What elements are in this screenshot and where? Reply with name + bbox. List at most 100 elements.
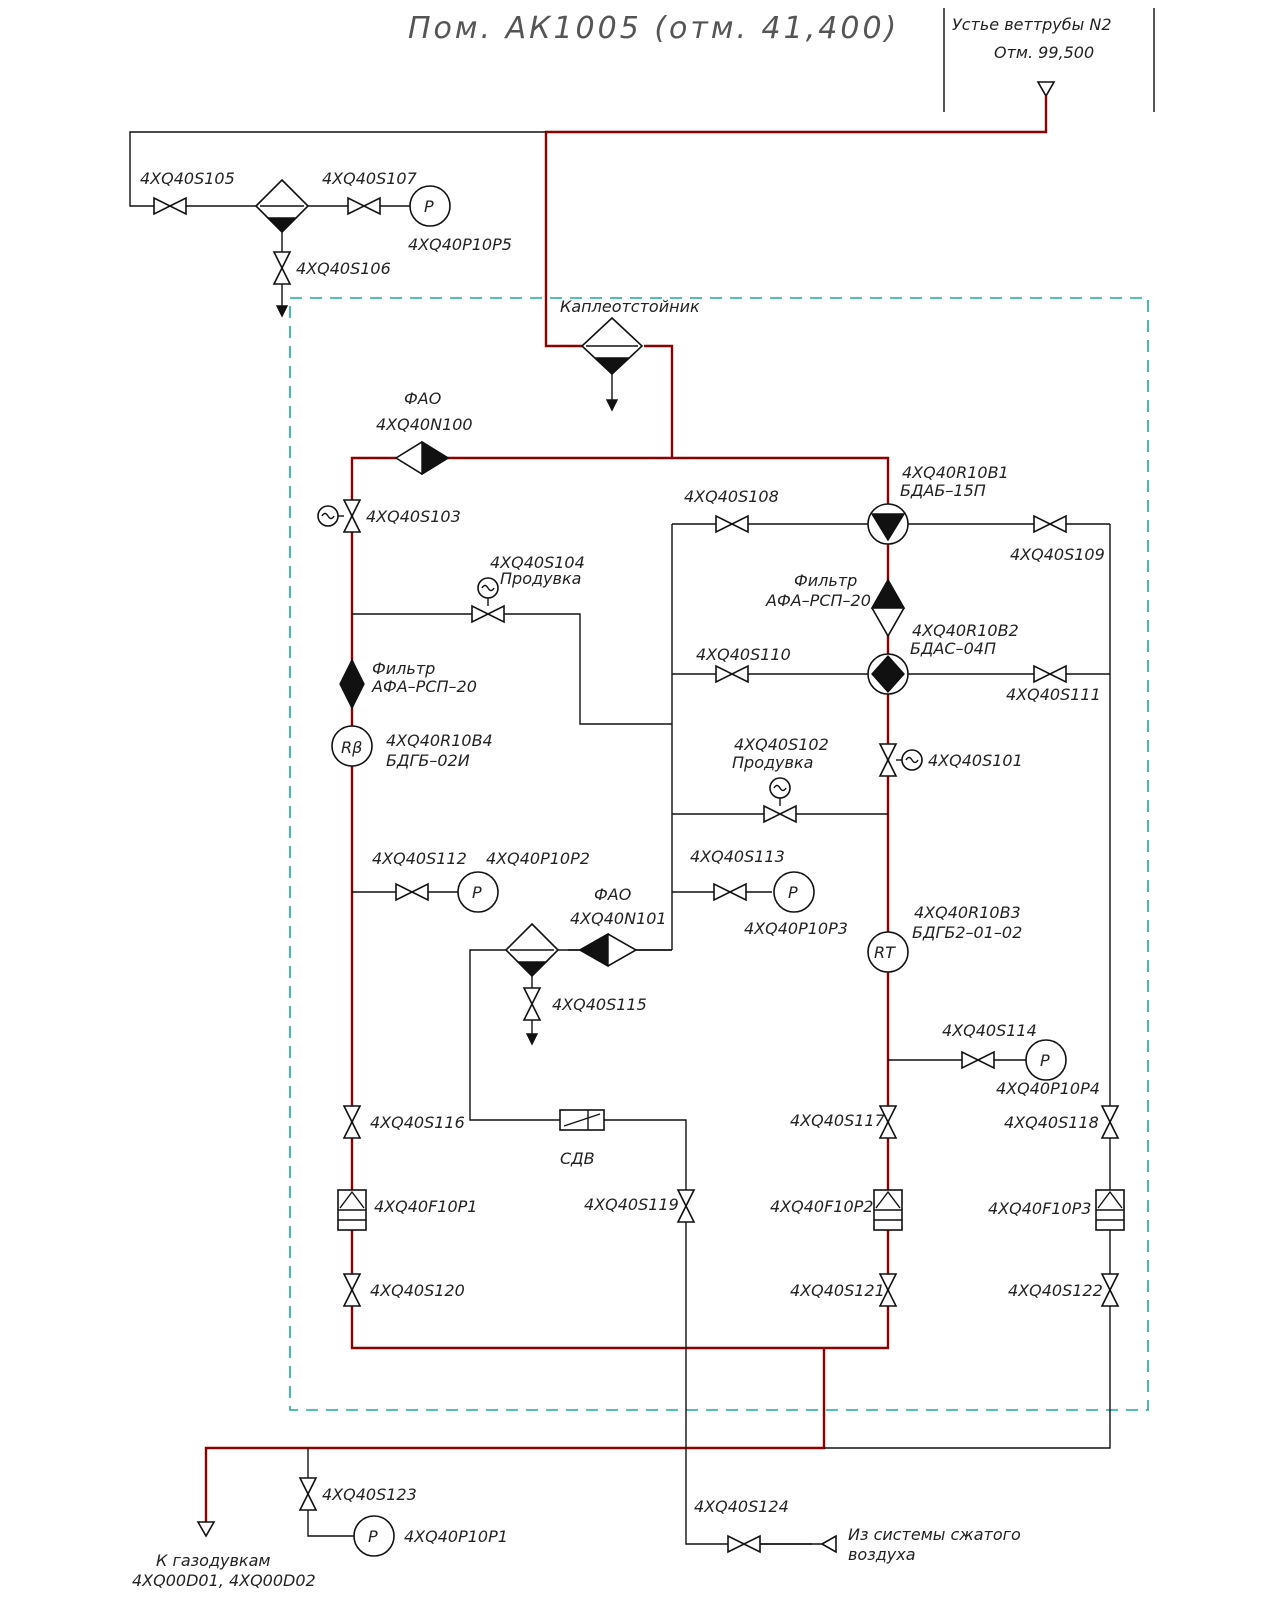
valve-s103-icon[interactable]	[343, 499, 361, 533]
valve-s112-icon[interactable]	[395, 883, 429, 901]
tag-f10p3: 4XQ40F10P3	[988, 1199, 1091, 1218]
filter-top-icon	[254, 178, 310, 234]
valve-s115-icon[interactable]	[523, 987, 541, 1021]
tag-s114: 4XQ40S114	[942, 1021, 1037, 1040]
tag-r10b2: 4XQ40R10B2	[912, 621, 1019, 640]
drip-separator-icon	[580, 316, 644, 376]
tag-s122: 4XQ40S122	[1008, 1281, 1103, 1300]
tag-afa1: АФА–РСП–20	[371, 677, 477, 696]
detector-r10b4-icon	[331, 725, 373, 767]
gauge-p5-letter: P	[424, 197, 434, 216]
valve-s110-icon[interactable]	[715, 665, 749, 683]
tag-fao1: ФАО	[404, 389, 441, 408]
tag-r10b1: 4XQ40R10B1	[902, 463, 1009, 482]
tag-f10p2: 4XQ40F10P2	[770, 1197, 873, 1216]
tag-r10b4: 4XQ40R10B4	[386, 731, 493, 750]
tag-air1: Из системы сжатого	[848, 1525, 1021, 1544]
valve-s106-icon[interactable]	[273, 251, 291, 285]
vent-label: Устье веттрубы N2	[952, 15, 1112, 34]
tag-p3: 4XQ40P10P3	[744, 919, 848, 938]
valve-s104-icon[interactable]	[471, 605, 505, 623]
gauge-p2-letter: P	[472, 883, 482, 902]
valve-s123-icon[interactable]	[299, 1477, 317, 1511]
tag-p1: 4XQ40P10P1	[404, 1527, 508, 1546]
tag-p4: 4XQ40P10P4	[996, 1079, 1100, 1098]
valve-s102-icon[interactable]	[763, 805, 797, 823]
valve-s107-icon[interactable]	[347, 197, 381, 215]
tag-gazoduv2: 4XQ00D01, 4XQ00D02	[132, 1571, 316, 1590]
valve-s116-icon[interactable]	[343, 1105, 361, 1139]
tag-bdas: БДАС–04П	[910, 639, 996, 658]
filter-afa-right-icon	[870, 578, 906, 638]
vent-elevation: Отм. 99,500	[994, 43, 1094, 62]
filter-f10p2-icon	[873, 1189, 903, 1231]
tag-s118: 4XQ40S118	[1004, 1113, 1099, 1132]
detector-r10b2-icon	[867, 653, 909, 695]
valve-s119-icon[interactable]	[677, 1189, 695, 1223]
tag-f10p1: 4XQ40F10P1	[374, 1197, 477, 1216]
tag-s119: 4XQ40S119	[584, 1195, 679, 1214]
valve-s113-icon[interactable]	[713, 883, 747, 901]
sdv-device-icon	[559, 1109, 605, 1131]
gauge-p3-letter: P	[788, 883, 798, 902]
tag-s112: 4XQ40S112	[372, 849, 467, 868]
tag-s120: 4XQ40S120	[370, 1281, 465, 1300]
tag-p5: 4XQ40P10P5	[408, 235, 512, 254]
tag-r10b3: 4XQ40R10B3	[914, 903, 1021, 922]
valve-s109-icon[interactable]	[1033, 515, 1067, 533]
valve-s108-icon[interactable]	[715, 515, 749, 533]
tag-filtr1: Фильтр	[372, 659, 435, 678]
valve-s105-icon[interactable]	[153, 197, 187, 215]
filter-n101-separator-icon	[504, 922, 560, 978]
pressure-gauge-p3-icon	[773, 871, 815, 913]
tag-s101: 4XQ40S101	[928, 751, 1023, 770]
valve-s120-icon[interactable]	[343, 1273, 361, 1307]
tag-s109: 4XQ40S109	[1010, 545, 1105, 564]
tag-labels: 4XQ40S105 4XQ40S107 4XQ40P10P5 4XQ40S106…	[132, 169, 1105, 1590]
valve-s118-icon[interactable]	[1101, 1105, 1119, 1139]
tag-bdgb: БДГБ–02И	[386, 751, 470, 770]
valve-s114-icon[interactable]	[961, 1051, 995, 1069]
tag-n100: 4XQ40N100	[376, 415, 473, 434]
tag-s117: 4XQ40S117	[790, 1111, 886, 1130]
tag-filtr2: Фильтр	[794, 571, 857, 590]
valve-s101-icon[interactable]	[879, 743, 897, 777]
valve-s124-icon[interactable]	[727, 1535, 761, 1553]
tag-s123: 4XQ40S123	[322, 1485, 417, 1504]
valve-s122-icon[interactable]	[1101, 1273, 1119, 1307]
outlet-blowers-icon	[196, 1521, 216, 1538]
tag-s124: 4XQ40S124	[694, 1497, 789, 1516]
tag-s111: 4XQ40S111	[1006, 685, 1101, 704]
gauge-p1-letter: P	[368, 1527, 378, 1546]
vent-outlet-icon	[1036, 81, 1056, 98]
tag-s104: 4XQ40S104	[490, 553, 585, 572]
pressure-gauge-p2-icon	[457, 871, 499, 913]
page-title: Пом. АК1005 (отм. 41,400)	[408, 11, 899, 46]
tag-s121: 4XQ40S121	[790, 1281, 885, 1300]
tag-gazoduv1: К газодувкам	[156, 1551, 270, 1570]
tag-s113: 4XQ40S113	[690, 847, 785, 866]
valve-s111-icon[interactable]	[1033, 665, 1067, 683]
detector-r10b3-icon	[867, 931, 909, 973]
detector-r10b3-letter: RT	[874, 943, 896, 962]
tag-s115: 4XQ40S115	[552, 995, 647, 1014]
aerosol-filter-n100-icon	[394, 440, 450, 476]
detector-r10b4-letter: Rβ	[341, 738, 362, 757]
filter-f10p3-icon	[1095, 1189, 1125, 1231]
tag-afa2: АФА–РСП–20	[765, 591, 871, 610]
tag-kapleot: Каплеотстойник	[560, 297, 700, 316]
tag-n101: 4XQ40N101	[570, 909, 667, 928]
detector-r10b1-icon	[867, 503, 909, 545]
tag-produvka2: Продувка	[732, 753, 813, 772]
tag-s103: 4XQ40S103	[366, 507, 461, 526]
vent-stack: Устье веттрубы N2 Отм. 99,500	[943, 8, 1155, 112]
tag-s102: 4XQ40S102	[734, 735, 829, 754]
tag-s108: 4XQ40S108	[684, 487, 779, 506]
tag-bdgb2: БДГБ2–01–02	[912, 923, 1022, 942]
tag-s110: 4XQ40S110	[696, 645, 791, 664]
pressure-gauge-p4-icon	[1025, 1039, 1067, 1081]
pressure-gauge-p5-icon	[409, 185, 451, 227]
tag-produvka1: Продувка	[500, 569, 581, 588]
tag-sdv: СДВ	[560, 1149, 595, 1168]
